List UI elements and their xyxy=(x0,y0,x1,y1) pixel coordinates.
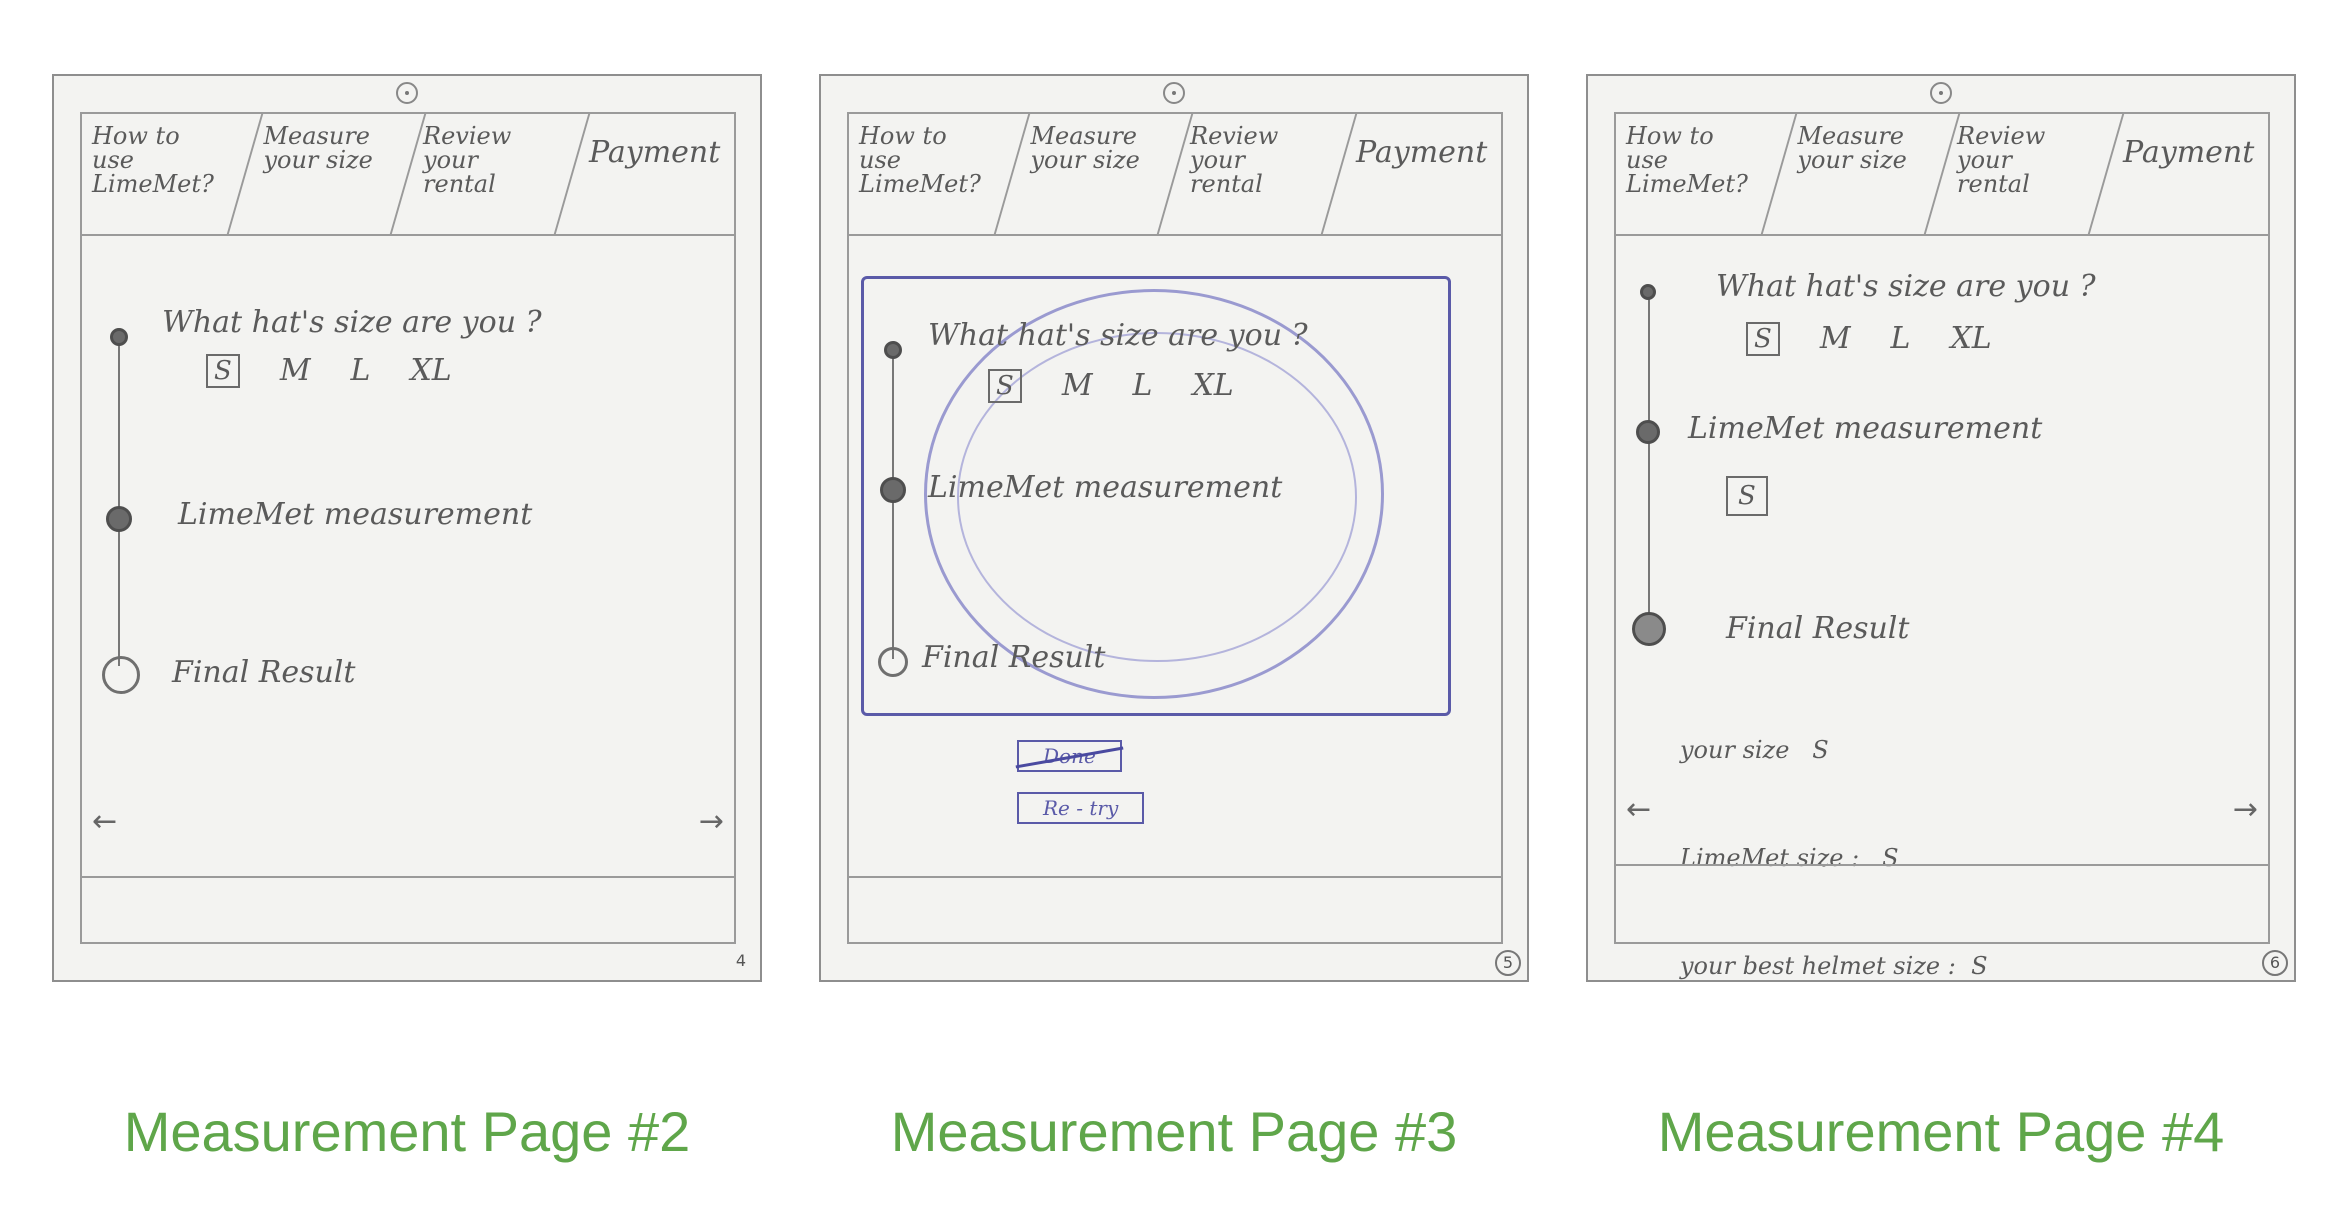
caption-page-2: Measurement Page #2 xyxy=(123,1100,691,1163)
tab-payment[interactable]: Payment xyxy=(1320,114,1519,234)
size-options: S M L XL xyxy=(988,369,1234,403)
retry-button[interactable]: Re - try xyxy=(1017,792,1145,824)
progress-line xyxy=(892,349,894,659)
progress-line xyxy=(1648,292,1650,622)
size-option-xl[interactable]: XL xyxy=(1192,368,1234,403)
step-dot-final xyxy=(102,656,140,694)
phone-screen: How to use LimeMet? Measure your size Re… xyxy=(80,112,752,944)
sketch-measurement-page-2: How to use LimeMet? Measure your size Re… xyxy=(52,74,762,982)
size-option-m[interactable]: M xyxy=(1819,321,1851,356)
camera-icon xyxy=(396,82,418,104)
step-dot-measurement xyxy=(106,506,132,532)
loading-spinner-icon xyxy=(924,289,1384,699)
step-question-label: What hat's size are you ? xyxy=(928,318,1308,353)
arrow-right-icon[interactable]: → xyxy=(2232,792,2258,827)
size-option-xl[interactable]: XL xyxy=(1950,321,1992,356)
final-result-details: your size S LimeMet size : S your best h… xyxy=(1680,660,1988,1056)
measurement-content: What hat's size are you ? S M L XL LimeM… xyxy=(82,236,734,942)
step-measurement-label: LimeMet measurement xyxy=(1688,411,2043,446)
progress-line xyxy=(118,336,120,666)
step-dot-question xyxy=(110,328,128,346)
step-dot-final xyxy=(1632,612,1666,646)
step-dot-final xyxy=(878,647,908,677)
size-option-xl[interactable]: XL xyxy=(410,353,452,388)
size-option-l[interactable]: L xyxy=(350,353,371,388)
size-option-l[interactable]: L xyxy=(1890,321,1911,356)
tab-bar: How to use LimeMet? Measure your size Re… xyxy=(82,114,752,236)
result-your-size: your size S xyxy=(1680,736,1829,764)
measuring-overlay: What hat's size are you ? S M L XL LimeM… xyxy=(861,276,1451,716)
size-option-s[interactable]: S xyxy=(206,354,240,388)
step-dot-question xyxy=(884,341,902,359)
size-options: S M L XL xyxy=(206,354,452,388)
page-number: 4 xyxy=(735,951,747,970)
bottom-divider xyxy=(1616,864,2268,866)
camera-icon xyxy=(1930,82,1952,104)
step-final-label: Final Result xyxy=(1726,611,1910,646)
tab-payment[interactable]: Payment xyxy=(553,114,752,234)
step-final-label: Final Result xyxy=(172,655,356,690)
size-option-m[interactable]: M xyxy=(279,353,311,388)
arrow-right-icon[interactable]: → xyxy=(698,804,724,839)
bottom-divider xyxy=(82,876,734,878)
result-limemet-size: LimeMet size : S xyxy=(1680,844,1899,872)
done-button[interactable]: Done xyxy=(1015,740,1124,772)
measured-size-box: S xyxy=(1726,476,1768,516)
sketch-measurement-page-4: How to use LimeMet? Measure your size Re… xyxy=(1586,74,2296,982)
phone-screen: How to use LimeMet? Measure your size Re… xyxy=(1614,112,2286,980)
step-question-label: What hat's size are you ? xyxy=(1716,269,2096,304)
camera-icon xyxy=(1163,82,1185,104)
measurement-content: What hat's size are you ? S M L XL LimeM… xyxy=(1616,236,2268,980)
size-option-s[interactable]: S xyxy=(988,369,1022,403)
tab-how-to-use[interactable]: How to use LimeMet? xyxy=(92,122,214,198)
size-option-s[interactable]: S xyxy=(1746,322,1780,356)
phone-screen: How to use LimeMet? Measure your size Re… xyxy=(847,112,1519,944)
tab-bar: How to use LimeMet? Measure your size Re… xyxy=(849,114,1519,236)
step-dot-question xyxy=(1640,284,1656,300)
tab-how-to-use[interactable]: How to use LimeMet? xyxy=(1626,122,1748,198)
page-number: 5 xyxy=(1495,950,1521,976)
step-dot-measurement xyxy=(1636,420,1660,444)
sketch-measurement-page-3: How to use LimeMet? Measure your size Re… xyxy=(819,74,1529,982)
step-measurement-label: LimeMet measurement xyxy=(928,470,1283,505)
size-option-l[interactable]: L xyxy=(1132,368,1153,403)
page-number: 6 xyxy=(2262,950,2288,976)
step-question-label: What hat's size are you ? xyxy=(162,305,542,340)
size-option-m[interactable]: M xyxy=(1061,368,1093,403)
tab-bar: How to use LimeMet? Measure your size Re… xyxy=(1616,114,2286,236)
result-best-helmet-size: your best helmet size : S xyxy=(1680,952,1988,980)
arrow-left-icon[interactable]: ← xyxy=(92,804,118,839)
caption-page-4: Measurement Page #4 xyxy=(1657,1100,2225,1163)
step-dot-measurement xyxy=(880,477,906,503)
bottom-divider xyxy=(849,876,1501,878)
caption-page-3: Measurement Page #3 xyxy=(890,1100,1458,1163)
tab-how-to-use[interactable]: How to use LimeMet? xyxy=(859,122,981,198)
tab-payment[interactable]: Payment xyxy=(2087,114,2286,234)
size-options: S M L XL xyxy=(1746,322,1992,356)
arrow-left-icon[interactable]: ← xyxy=(1626,792,1652,827)
step-measurement-label: LimeMet measurement xyxy=(178,497,533,532)
step-final-label: Final Result xyxy=(922,640,1106,675)
measurement-content xyxy=(849,236,1501,942)
